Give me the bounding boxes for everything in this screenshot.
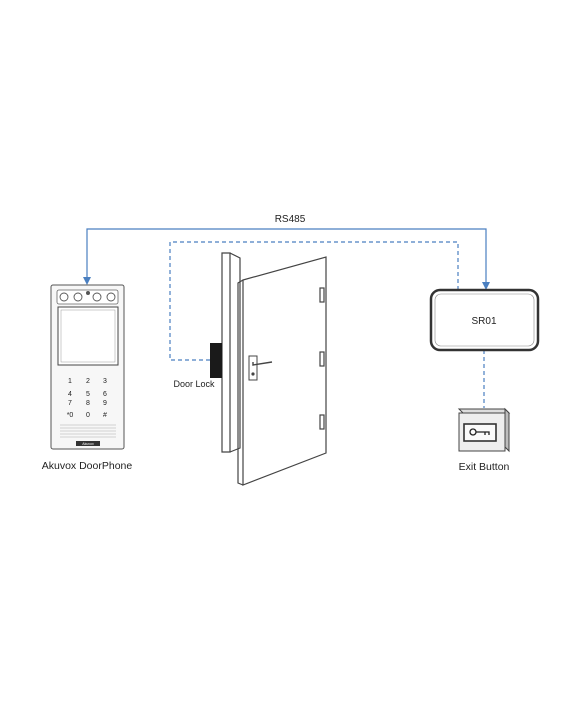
door-frame-inner bbox=[229, 252, 241, 453]
speaker-grille bbox=[60, 424, 116, 438]
door-lock-label: Door Lock bbox=[173, 379, 215, 389]
exit-button-top bbox=[457, 408, 511, 414]
doorphone-camera-strip bbox=[56, 289, 119, 305]
doorphone: 1 2 3 4 5 6 7 8 9 *0 0 # Akuvox bbox=[50, 284, 125, 450]
door-handle-plate bbox=[248, 355, 258, 381]
door-hinge bbox=[319, 414, 325, 430]
sr01-label: SR01 bbox=[471, 316, 496, 327]
rs485-arrow-doorphone bbox=[83, 277, 91, 285]
keypad-key: 5 bbox=[86, 391, 90, 398]
door-leaf bbox=[242, 256, 327, 486]
keypad-key: 9 bbox=[103, 400, 107, 407]
keypad-key: 8 bbox=[86, 400, 90, 407]
door-frame bbox=[221, 252, 231, 453]
exit-button-device bbox=[457, 407, 511, 453]
doorphone-brand: Akuvox bbox=[82, 442, 94, 446]
rs485-label: RS485 bbox=[275, 214, 306, 225]
door-lock bbox=[210, 343, 222, 378]
keypad-key: 6 bbox=[103, 391, 107, 398]
keypad-key: 2 bbox=[86, 378, 90, 385]
doorphone-brand-plate bbox=[76, 441, 100, 446]
wires bbox=[83, 228, 490, 408]
door-hinge bbox=[319, 287, 325, 303]
keyhole-icon bbox=[251, 372, 255, 376]
door-hinge bbox=[319, 351, 325, 367]
key-icon bbox=[469, 428, 490, 436]
sr01-device bbox=[429, 288, 540, 352]
door bbox=[221, 252, 327, 486]
keypad-key: # bbox=[103, 412, 107, 419]
door-leaf-edge bbox=[237, 279, 244, 486]
lock-relay-line bbox=[169, 241, 459, 361]
camera-icon bbox=[92, 292, 102, 302]
camera-lens-icon bbox=[86, 291, 90, 295]
camera-icon bbox=[59, 292, 69, 302]
doorphone-keypad: 1 2 3 4 5 6 7 8 9 *0 0 # bbox=[67, 378, 107, 419]
keypad-key: *0 bbox=[67, 412, 74, 419]
keypad-key: 4 bbox=[68, 391, 72, 398]
doorphone-label: Akuvox DoorPhone bbox=[42, 460, 133, 472]
exit-button-side bbox=[504, 407, 510, 453]
keypad-key: 1 bbox=[68, 378, 72, 385]
keypad-key: 0 bbox=[86, 412, 90, 419]
rs485-arrow-sr01 bbox=[482, 282, 490, 290]
keypad-key: 7 bbox=[68, 400, 72, 407]
doorphone-screen-bezel bbox=[60, 309, 116, 363]
door-handle-icon bbox=[252, 361, 273, 366]
camera-icon bbox=[73, 292, 83, 302]
rs485-line bbox=[86, 228, 487, 288]
doorphone-screen bbox=[57, 306, 119, 366]
camera-icon bbox=[106, 292, 116, 302]
exit-button-label: Exit Button bbox=[459, 461, 510, 473]
keypad-key: 3 bbox=[103, 378, 107, 385]
